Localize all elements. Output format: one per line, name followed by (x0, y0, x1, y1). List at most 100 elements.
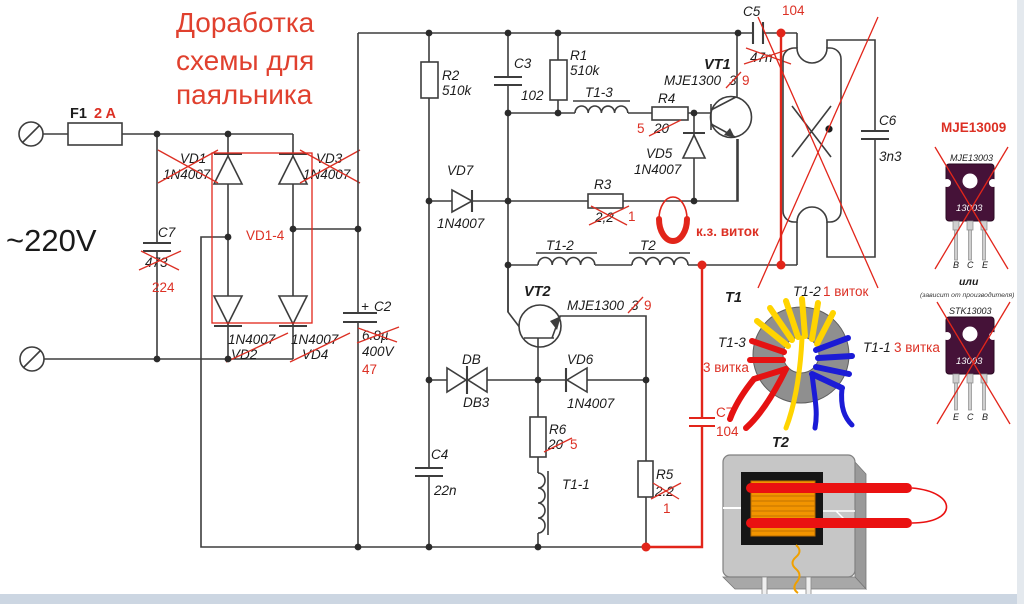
diac-db: DB DB3 (429, 352, 646, 410)
pkg1-pin-b: B (953, 260, 959, 270)
vt1-new-digit: 9 (742, 73, 750, 88)
t2-photo-label: T2 (772, 435, 789, 451)
panel-note-small: (зависит от производителя) (920, 291, 1014, 299)
diode-vd7: VD7 1N4007 (429, 139, 739, 231)
shorted-turn-label: к.з. виток (696, 224, 759, 239)
r6-symbol (529, 416, 547, 458)
vt1-emitter-arrow (724, 128, 735, 138)
lamp-tube (757, 16, 879, 289)
winding-t1-1: T1-1 (537, 471, 590, 535)
pkg1-label: MJE13003 (950, 153, 993, 163)
t2-wire-tail (791, 544, 801, 594)
diac-symbol (446, 366, 468, 394)
c5-new-value: 104 (782, 3, 805, 18)
diode-vd4-symbol (277, 295, 309, 326)
capacitor-c7-input: C7 473 224 (138, 134, 182, 359)
c4-ref-label: C4 (431, 447, 448, 462)
mains-voltage-label: ~220V (6, 223, 97, 258)
ac-input: ~220V F1 2 A (6, 106, 293, 372)
t1-2-label: T1-2 (546, 238, 574, 253)
t2-pin (761, 576, 768, 604)
capacitor-c5: C5 104 47n (743, 3, 805, 65)
r2-ref-label: R2 (442, 68, 460, 83)
diode-vd3-symbol (277, 154, 309, 185)
toroid-t1-1-turns: 3 витка (894, 340, 940, 355)
c5-old-value: 47n (750, 50, 773, 65)
t1-2-coil-symbol (537, 256, 596, 266)
r1-symbol (549, 59, 568, 101)
resistor-r1: R1 510k (549, 33, 601, 113)
pkg1-pin-e: E (982, 260, 989, 270)
r4-ref-label: R4 (658, 91, 675, 106)
c3-ref-label: C3 (514, 56, 532, 71)
c6-ref-label: C6 (879, 113, 897, 128)
r4-old-value: 20 (653, 121, 670, 136)
r1-ref-label: R1 (570, 48, 587, 63)
capacitor-c3: C3 102 (494, 33, 544, 312)
resistor-r5: R5 2.2 1 (637, 380, 682, 547)
capacitor-c6: C6 3n3 (861, 113, 902, 164)
bridge-rectifier: VD1 1N4007 VD3 1N4007 1N4007 VD2 1N4007 … (157, 134, 646, 548)
r2-symbol (420, 61, 439, 99)
fuse-symbol (67, 122, 123, 146)
title-block: Доработка схемы для паяльника (176, 7, 315, 110)
c7in-new-value: 224 (152, 280, 175, 295)
db-ref-label: DB (462, 352, 481, 367)
toroid-winding-yellow (754, 296, 836, 431)
r5-new-value: 1 (663, 501, 671, 516)
title-line-1: Доработка (176, 7, 315, 38)
pkg2-marking: 13003 (956, 356, 983, 367)
vd6-part-label: 1N4007 (567, 396, 615, 411)
shorted-turn-loop-icon (656, 216, 690, 244)
vt2-emitter-arrow (550, 316, 561, 330)
r5-ref-label: R5 (656, 467, 674, 482)
bridge-highlight-box (211, 152, 313, 324)
winding-t1-2-t2-row: T1-2 T2 (508, 238, 797, 266)
vd6-ref-label: VD6 (567, 352, 594, 367)
toroid-t1-photo: T1 T1-2 1 виток T1-3 3 витка T1-1 3 витк… (703, 284, 940, 431)
pkg2-pin-c: C (967, 412, 974, 422)
resistor-r4: R4 20 5 (637, 91, 689, 137)
db-part-label: DB3 (463, 395, 490, 410)
c6-value-label: 3n3 (879, 149, 902, 164)
r3-symbol (587, 193, 624, 209)
vt1-part-label: MJE1300 (664, 73, 722, 88)
resistor-r2: R2 510k (420, 33, 473, 201)
window-right-strip (1017, 0, 1024, 604)
transistor-vt1: VT1 MJE1300 3 9 (664, 33, 753, 201)
c2-new-value: 47 (362, 362, 377, 377)
c4-value-label: 22n (433, 483, 457, 498)
pkg2-label: STK13003 (949, 306, 992, 316)
transistor-vt2: VT2 MJE1300 3 9 (507, 265, 652, 380)
bridge-group-label: VD1-4 (246, 228, 285, 243)
package-mje13003: MJE13003 13003 B C E (934, 146, 1009, 270)
r4-new-value: 5 (637, 121, 645, 136)
r6-ref-label: R6 (549, 422, 567, 437)
capacitor-c4: C4 22n (415, 201, 457, 547)
r5-symbol (637, 460, 654, 498)
r3-new-value: 1 (628, 209, 636, 224)
toroid-winding-red (727, 338, 789, 431)
fuse-ref-label: F1 (70, 106, 87, 122)
t2-pin (805, 576, 812, 604)
resistor-r3: R3 2,2 1 (587, 177, 636, 226)
package-stk13003: STK13003 13003 E C B (936, 301, 1011, 425)
vd4-ref-label: VD4 (302, 347, 328, 362)
pkg2-pin-b: B (982, 412, 988, 422)
toroid-t1-2-name: T1-2 (793, 284, 821, 299)
c3-value-label: 102 (521, 88, 544, 103)
r3-ref-label: R3 (594, 177, 612, 192)
vt1-ref-label: VT1 (704, 57, 731, 73)
vd3-ref-label: VD3 (316, 151, 343, 166)
pkg1-pin-c: C (967, 260, 974, 270)
vd5-part-label: 1N4007 (634, 162, 682, 177)
t1-3-coil-symbol (574, 105, 629, 114)
window-bottom-strip (0, 594, 1024, 604)
vd6-symbol (565, 366, 588, 394)
c2-ref-label: C2 (374, 299, 392, 314)
vd7-symbol (451, 188, 474, 214)
panel-heading: MJE13009 (941, 120, 1006, 135)
vd1-ref-label: VD1 (180, 151, 206, 166)
vt2-part-label: MJE1300 (567, 298, 625, 313)
